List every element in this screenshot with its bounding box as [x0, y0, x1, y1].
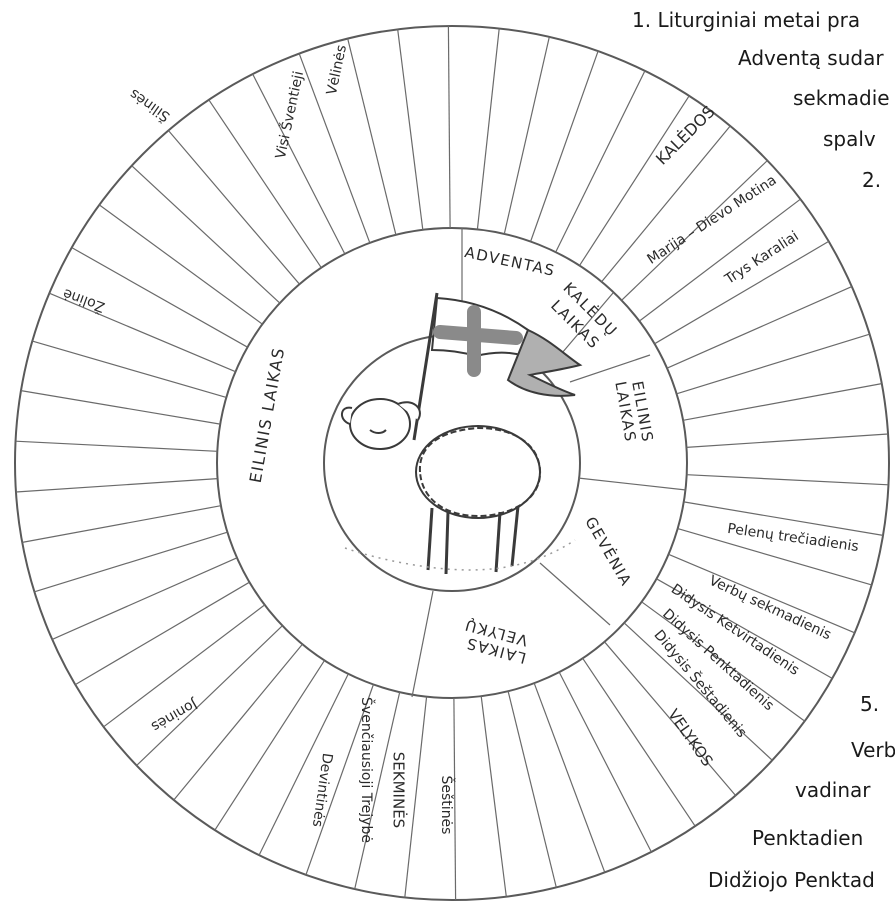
week-spoke — [533, 682, 606, 873]
week-spoke — [397, 29, 424, 230]
side-text-line-5: 2. — [862, 168, 882, 192]
week-spoke — [558, 671, 652, 853]
week-spoke — [167, 130, 300, 285]
week-spoke — [34, 531, 228, 593]
week-spoke — [578, 95, 690, 266]
week-spoke — [686, 474, 889, 486]
week-spoke — [208, 99, 322, 269]
week-spoke — [676, 333, 870, 395]
week-spoke — [74, 581, 250, 686]
week-spoke — [604, 641, 737, 796]
feast-label-visi-sventieji: Visi Šventieji — [271, 69, 307, 160]
week-spoke — [447, 25, 451, 229]
week-spoke — [686, 433, 889, 448]
week-spoke — [682, 383, 882, 421]
season-label-gevenia: GEVĖNIA — [581, 513, 636, 589]
feast-label-velykos: VELYKOS — [664, 706, 716, 770]
week-spoke — [453, 697, 457, 901]
feast-label-zoline: Žolinė — [60, 285, 107, 317]
feast-label-pelenu-treciadienis: Pelenų trečiadienis — [726, 521, 859, 555]
week-spoke — [641, 601, 806, 722]
middle-ring — [216, 227, 688, 699]
week-spoke — [15, 478, 218, 493]
week-spoke — [623, 622, 773, 761]
week-spoke — [298, 53, 371, 244]
flag-icon — [412, 292, 583, 441]
week-spoke — [20, 390, 221, 425]
week-spoke — [601, 125, 731, 283]
side-text-line-7: Verb — [851, 738, 895, 762]
side-text-line-8: vadinar — [795, 778, 871, 802]
week-spoke — [354, 691, 401, 890]
outer-ring — [14, 25, 890, 901]
side-text-line-9: Penktadien — [752, 826, 864, 850]
feast-label-sekmines: SEKMINĖS — [390, 752, 409, 828]
week-spoke — [555, 70, 646, 253]
feast-label-kaledos: KALĖDOS — [652, 102, 719, 169]
feast-label-silines: Šilinės — [126, 85, 173, 126]
week-spoke — [654, 240, 830, 345]
week-spoke — [683, 501, 884, 536]
week-spoke — [71, 247, 248, 348]
side-text-line-3: sekmadie — [793, 86, 890, 110]
week-spoke — [32, 340, 227, 398]
week-spoke — [656, 578, 833, 679]
week-spoke — [15, 440, 218, 452]
week-spoke — [103, 604, 266, 728]
week-spoke — [530, 50, 599, 242]
week-spoke — [507, 691, 557, 888]
week-spoke — [582, 657, 696, 827]
feast-label-velines: Vėlinės — [324, 44, 350, 97]
season-label-eilinis-laikas-main: EILINIS LAIKAS — [246, 345, 289, 484]
week-spoke — [51, 557, 238, 640]
side-text-line-1: 1. Liturginiai metai pra — [632, 8, 861, 32]
week-spoke — [136, 625, 283, 766]
week-spoke — [621, 160, 768, 301]
week-spoke — [131, 165, 281, 304]
week-spoke — [666, 286, 853, 369]
week-spoke — [49, 292, 236, 373]
lamb-icon — [341, 292, 583, 575]
wheel-rings — [14, 25, 890, 901]
week-spoke — [173, 643, 303, 801]
week-spoke — [214, 660, 326, 831]
side-text-line-10: Didžiojo Penktad — [708, 868, 875, 892]
week-spoke — [476, 28, 500, 230]
week-spoke — [638, 198, 801, 322]
feast-label-devintines: Devintinės — [309, 752, 335, 828]
side-text-line-2: Adventą sudar — [738, 46, 884, 70]
side-text-line-6: 5. — [860, 692, 880, 716]
week-spoke — [347, 38, 397, 235]
week-spoke — [22, 505, 222, 543]
feast-label-svenciausioji-trejybe: Švenčiausioji Trejybė — [358, 697, 376, 843]
week-spoke — [677, 528, 872, 586]
week-spoke — [503, 36, 550, 235]
feast-label-trys-karaliai: Trys Karaliai — [721, 228, 801, 288]
season-label-adventas: ADVENTAS — [463, 243, 557, 280]
week-spoke — [668, 553, 855, 634]
week-spoke — [98, 204, 263, 325]
week-spoke — [252, 73, 346, 255]
week-spoke — [404, 696, 428, 898]
week-spoke — [480, 696, 507, 897]
week-spoke — [305, 684, 374, 876]
week-spoke — [258, 673, 349, 856]
side-text-line-4: spalv — [823, 127, 876, 151]
feast-label-sestines: Šeštinės — [438, 776, 456, 835]
week-spokes — [15, 25, 889, 901]
